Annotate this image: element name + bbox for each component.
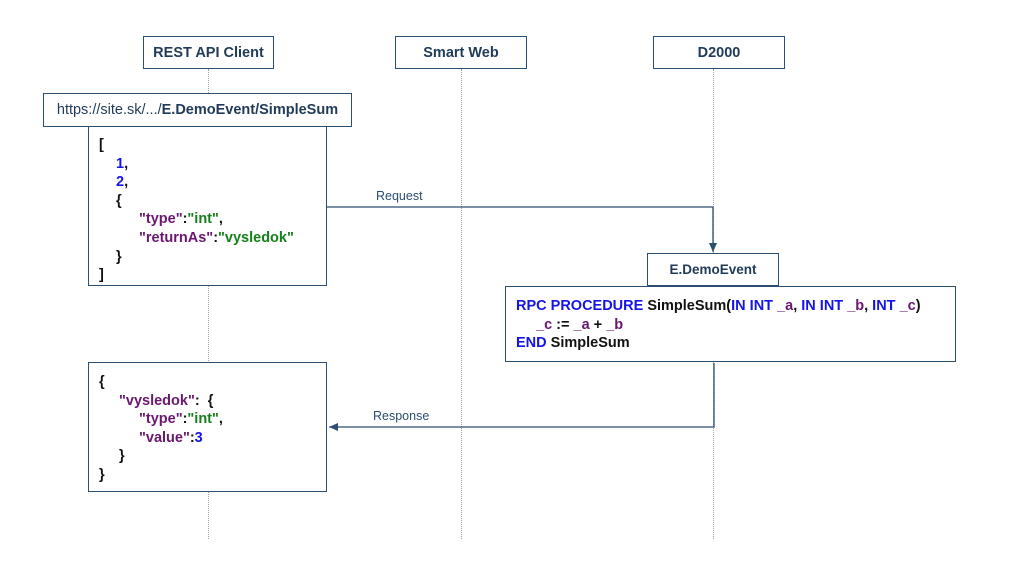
- procedure-param-c-type: INT: [872, 298, 896, 314]
- assign-operand-a: _a: [573, 316, 590, 333]
- request-open-bracket: [: [99, 137, 104, 153]
- lifeline-rest-client: [208, 69, 209, 539]
- request-value-1: 1: [116, 155, 125, 172]
- participant-smart-web: Smart Web: [395, 36, 527, 69]
- response-line-type: "type":"int",: [139, 411, 223, 428]
- procedure-param-b: _b: [847, 298, 865, 314]
- procedure-param-c: _c: [899, 298, 916, 314]
- url-prefix: https://site.sk/.../: [56, 102, 162, 118]
- response-body-box: { "vysledok": { "type":"int", "value":3 …: [88, 362, 327, 492]
- procedure-name: SimpleSum: [647, 298, 727, 314]
- request-returnas-value: "vysledok": [218, 229, 294, 246]
- request-line-obj-open: {: [99, 192, 316, 211]
- response-line-close: }: [99, 466, 316, 485]
- request-type-value: "int": [187, 211, 219, 228]
- response-close-brace: }: [99, 466, 105, 483]
- participant-rest-client-label: REST API Client: [153, 44, 264, 61]
- procedure-box: RPC PROCEDURE SimpleSum(IN INT _a, IN IN…: [505, 286, 956, 362]
- participant-d2000-label: D2000: [697, 44, 741, 61]
- request-line-type: "type":"int",: [139, 211, 223, 228]
- response-line-open: {: [99, 373, 316, 392]
- response-line-inner-close: }: [99, 447, 316, 466]
- assign-operator: :=: [556, 316, 570, 333]
- procedure-param-a-type: IN INT: [731, 298, 774, 314]
- url-suffix: E.DemoEvent/SimpleSum: [161, 102, 339, 118]
- event-name-box: E.DemoEvent: [647, 253, 779, 286]
- procedure-paren-open: (: [726, 298, 732, 314]
- event-name-label: E.DemoEvent: [669, 262, 757, 277]
- request-type-key: "type": [139, 211, 183, 228]
- assign-plus: +: [593, 316, 603, 333]
- request-line-v2: 2,: [116, 174, 129, 191]
- response-arrow: [329, 363, 715, 431]
- request-returnas-key: "returnAs": [139, 229, 214, 246]
- procedure-line-signature: RPC PROCEDURE SimpleSum(IN INT _a, IN IN…: [516, 298, 921, 314]
- request-arrow: [327, 206, 717, 252]
- request-obj-close: }: [116, 248, 122, 265]
- participant-rest-client: REST API Client: [143, 36, 274, 69]
- procedure-keyword-rpc: RPC PROCEDURE: [516, 298, 644, 314]
- response-inner-open: {: [207, 392, 214, 409]
- request-label: Request: [376, 189, 423, 203]
- response-line-key: "vysledok": {: [119, 392, 214, 409]
- request-line-returnas: "returnAs":"vysledok": [139, 229, 294, 246]
- response-line-value: "value":3: [139, 429, 203, 446]
- response-type-key: "type": [139, 411, 183, 428]
- lifeline-smart-web: [461, 69, 462, 539]
- participant-d2000: D2000: [653, 36, 785, 69]
- procedure-paren-close: ): [915, 298, 921, 314]
- assign-operand-b: _b: [606, 316, 624, 333]
- request-line-obj-close: }: [99, 248, 316, 267]
- request-value-2: 2: [116, 174, 125, 191]
- request-line-close: ]: [99, 266, 316, 285]
- response-inner-close: }: [119, 448, 125, 465]
- assign-target: _c: [536, 316, 553, 333]
- request-obj-open: {: [116, 192, 122, 209]
- response-value-key: "value": [139, 429, 190, 446]
- procedure-keyword-end: END: [516, 335, 547, 352]
- procedure-line-assign: _c := _a + _b: [516, 316, 945, 335]
- procedure-end-name: SimpleSum: [550, 335, 630, 352]
- procedure-line-end: END SimpleSum: [516, 334, 945, 353]
- procedure-param-a: _a: [777, 298, 794, 314]
- response-value-number: 3: [194, 429, 203, 446]
- response-vysledok-key: "vysledok": [119, 392, 195, 409]
- response-label: Response: [373, 409, 430, 423]
- request-body-box: [ 1, 2, { "type":"int", "returnAs":"vysl…: [88, 126, 327, 286]
- response-type-value: "int": [187, 411, 219, 428]
- request-close-bracket: ]: [99, 267, 104, 284]
- participant-smart-web-label: Smart Web: [423, 44, 499, 61]
- request-line-open: [: [99, 136, 316, 155]
- response-open-brace: {: [99, 374, 105, 390]
- procedure-param-b-type: IN INT: [801, 298, 844, 314]
- request-line-v1: 1,: [116, 155, 129, 172]
